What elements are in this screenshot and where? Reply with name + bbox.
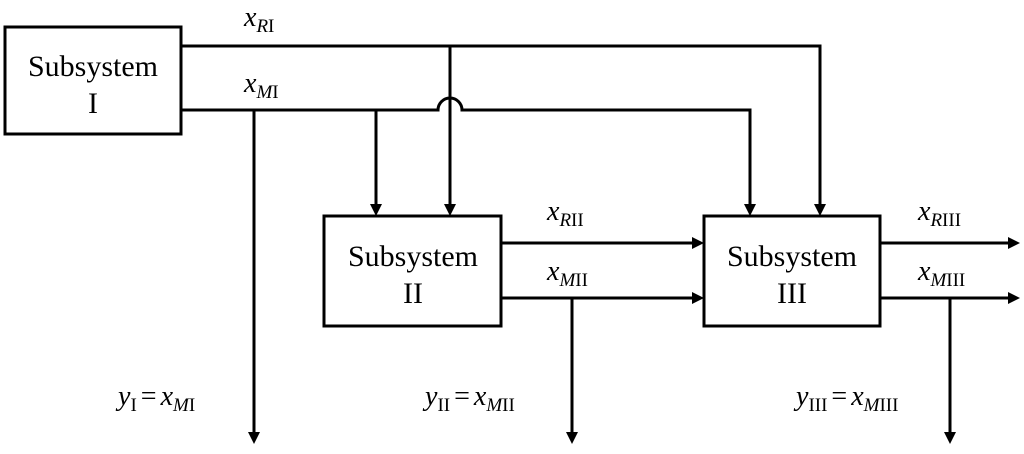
output-y3-arrowhead bbox=[944, 432, 956, 444]
subsystem-1-numeral: I bbox=[88, 87, 98, 120]
subsystem-2-numeral: II bbox=[403, 277, 423, 310]
subsystem-1-box bbox=[3, 25, 183, 136]
signal-xM1-label: xMI bbox=[243, 68, 279, 103]
subsystem-2-box bbox=[322, 214, 503, 328]
output-y2-arrowhead bbox=[566, 432, 578, 444]
subsystem-2-label: Subsystem bbox=[348, 240, 478, 273]
subsystem-3-numeral: III bbox=[777, 277, 807, 310]
signal-xR1-line bbox=[181, 44, 822, 206]
signal-xM1-to-s2-arrowhead bbox=[370, 204, 382, 216]
signal-xM2-label: xMII bbox=[546, 256, 588, 291]
output-y1-equation: yI=xMI bbox=[115, 381, 195, 416]
signal-xM3-arrowhead bbox=[1008, 292, 1020, 304]
signal-xR1-label: xRI bbox=[243, 2, 274, 37]
signal-xR2-label: xRII bbox=[546, 196, 584, 231]
signal-xM3-label: xMIII bbox=[917, 256, 965, 291]
output-y3-equation: yIII=xMIII bbox=[793, 381, 898, 416]
signal-xR3-label: xRIII bbox=[917, 196, 961, 231]
subsystem-3-box bbox=[702, 214, 882, 328]
signal-xR1-arrowhead bbox=[814, 204, 826, 216]
signal-xR2-arrowhead bbox=[692, 237, 704, 249]
signal-xM2-arrowhead bbox=[692, 292, 704, 304]
output-y1-arrowhead bbox=[248, 432, 260, 444]
signal-xM1-line bbox=[181, 96, 752, 206]
subsystem-3-label: Subsystem bbox=[727, 240, 857, 273]
signal-xR3-arrowhead bbox=[1008, 237, 1020, 249]
subsystem-1-label: Subsystem bbox=[28, 50, 158, 83]
signal-xR1-to-s2-arrowhead bbox=[444, 204, 456, 216]
signal-xM1-to-s3-arrowhead bbox=[744, 204, 756, 216]
output-y2-equation: yII=xMII bbox=[422, 381, 515, 416]
